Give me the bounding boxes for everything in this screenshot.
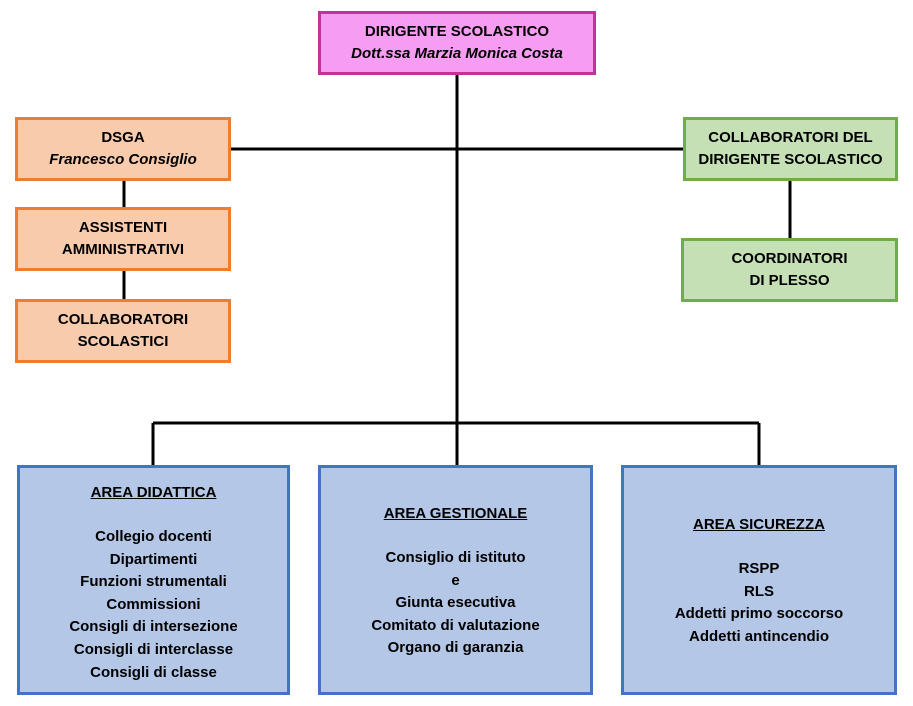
assistenti-amministrativi-box: ASSISTENTI AMMINISTRATIVI [15,207,231,271]
area-gestionale-title: AREA GESTIONALE [383,505,528,522]
area-didattica-box: AREA DIDATTICA Collegio docenti Dipartim… [17,465,290,695]
dsga-name: Francesco Consiglio [49,151,197,168]
area-didattica-item: Commissioni [106,595,201,613]
area-didattica-item: Funzioni strumentali [80,573,227,591]
area-didattica-title: AREA DIDATTICA [90,484,217,501]
area-sicurezza-item: RLS [743,582,774,600]
area-gestionale-item: Comitato di valutazione [371,616,540,634]
area-gestionale-list: Consiglio di istituto e Giunta esecutiva… [371,547,539,660]
collaboratori-scolastici-line2: SCOLASTICI [77,333,169,350]
area-sicurezza-item: Addetti antincendio [688,627,829,645]
area-sicurezza-box: AREA SICUREZZA RSPP RLS Addetti primo so… [621,465,897,695]
area-didattica-item: Consigli di classe [90,663,217,681]
collaboratori-scolastici-line1: COLLABORATORI [57,311,189,328]
area-didattica-item: Collegio docenti [95,528,212,545]
coordinatori-di-plesso-box: COORDINATORI DI PLESSO [681,238,898,302]
area-gestionale-item: e [451,571,460,589]
coordinatori-line2: DI PLESSO [749,272,830,289]
dsga-box: DSGA Francesco Consiglio [15,117,231,181]
dirigente-scolastico-box: DIRIGENTE SCOLASTICO Dott.ssa Marzia Mon… [318,11,596,75]
dirigente-name: Dott.ssa Marzia Monica Costa [351,45,563,62]
area-sicurezza-item: Addetti primo soccorso [674,605,844,623]
area-sicurezza-title: AREA SICUREZZA [693,516,825,533]
area-didattica-item: Dipartimenti [109,550,198,568]
assistenti-line2: AMMINISTRATIVI [61,241,185,258]
area-didattica-item: Consigli di interclasse [73,640,234,658]
area-gestionale-item: Organo di garanzia [387,639,524,657]
collaboratori-dirigente-line1: COLLABORATORI DEL [708,129,873,146]
dirigente-title: DIRIGENTE SCOLASTICO [364,23,550,40]
collaboratori-scolastici-box: COLLABORATORI SCOLASTICI [15,299,231,363]
collaboratori-dirigente-box: COLLABORATORI DEL DIRIGENTE SCOLASTICO [683,117,898,181]
area-gestionale-box: AREA GESTIONALE Consiglio di istituto e … [318,465,593,695]
area-gestionale-item: Consiglio di istituto [385,549,526,566]
assistenti-line1: ASSISTENTI [78,219,168,236]
coordinatori-line1: COORDINATORI [731,250,848,267]
area-gestionale-item: Giunta esecutiva [395,594,516,612]
dsga-title: DSGA [101,129,145,146]
area-sicurezza-item: RSPP [738,560,780,577]
area-didattica-item: Consigli di intersezione [69,618,238,636]
area-didattica-list: Collegio docenti Dipartimenti Funzioni s… [69,526,237,684]
collaboratori-dirigente-line2: DIRIGENTE SCOLASTICO [698,151,883,168]
area-sicurezza-list: RSPP RLS Addetti primo soccorso Addetti … [675,558,843,648]
